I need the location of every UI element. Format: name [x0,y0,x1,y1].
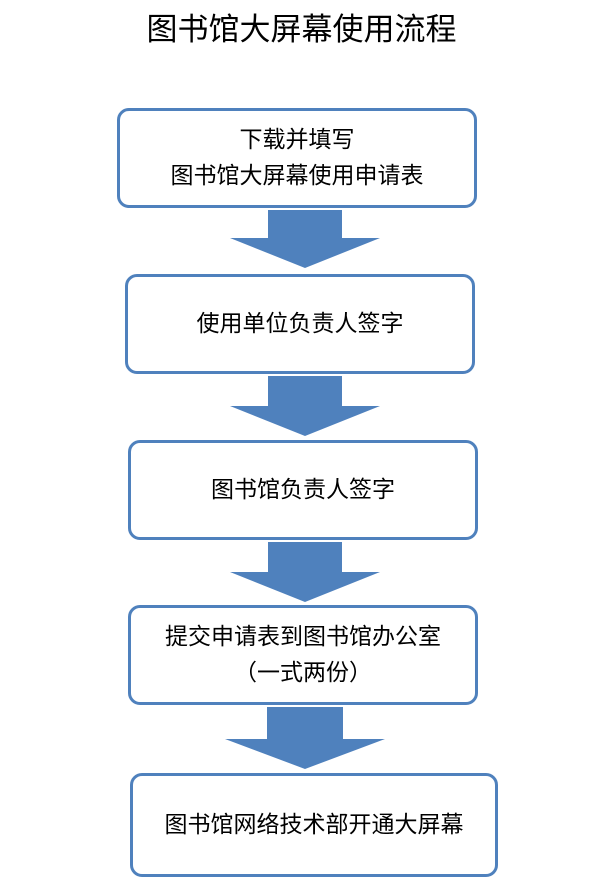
step-3-line-1: 图书馆负责人签字 [211,477,395,503]
down-arrow-2 [230,376,380,436]
step-1-line-2: 图书馆大屏幕使用申请表 [170,163,424,189]
step-4-box: 提交申请表到图书馆办公室 （一式两份） [128,605,478,705]
step-5-box: 图书馆网络技术部开通大屏幕 [130,773,498,877]
step-1-line-1: 下载并填写 [239,127,355,153]
step-4-line-2: （一式两份） [234,660,372,686]
step-1-box: 下载并填写 图书馆大屏幕使用申请表 [117,108,477,208]
step-2-line-1: 使用单位负责人签字 [196,311,404,337]
step-5-line-1: 图书馆网络技术部开通大屏幕 [164,812,464,838]
step-3-box: 图书馆负责人签字 [128,440,478,540]
step-2-box: 使用单位负责人签字 [125,274,475,374]
down-arrow-4 [225,707,385,769]
step-4-line-1: 提交申请表到图书馆办公室 [165,624,441,650]
down-arrow-3 [230,542,380,602]
down-arrow-1 [230,210,380,268]
page-title: 图书馆大屏幕使用流程 [146,12,457,48]
